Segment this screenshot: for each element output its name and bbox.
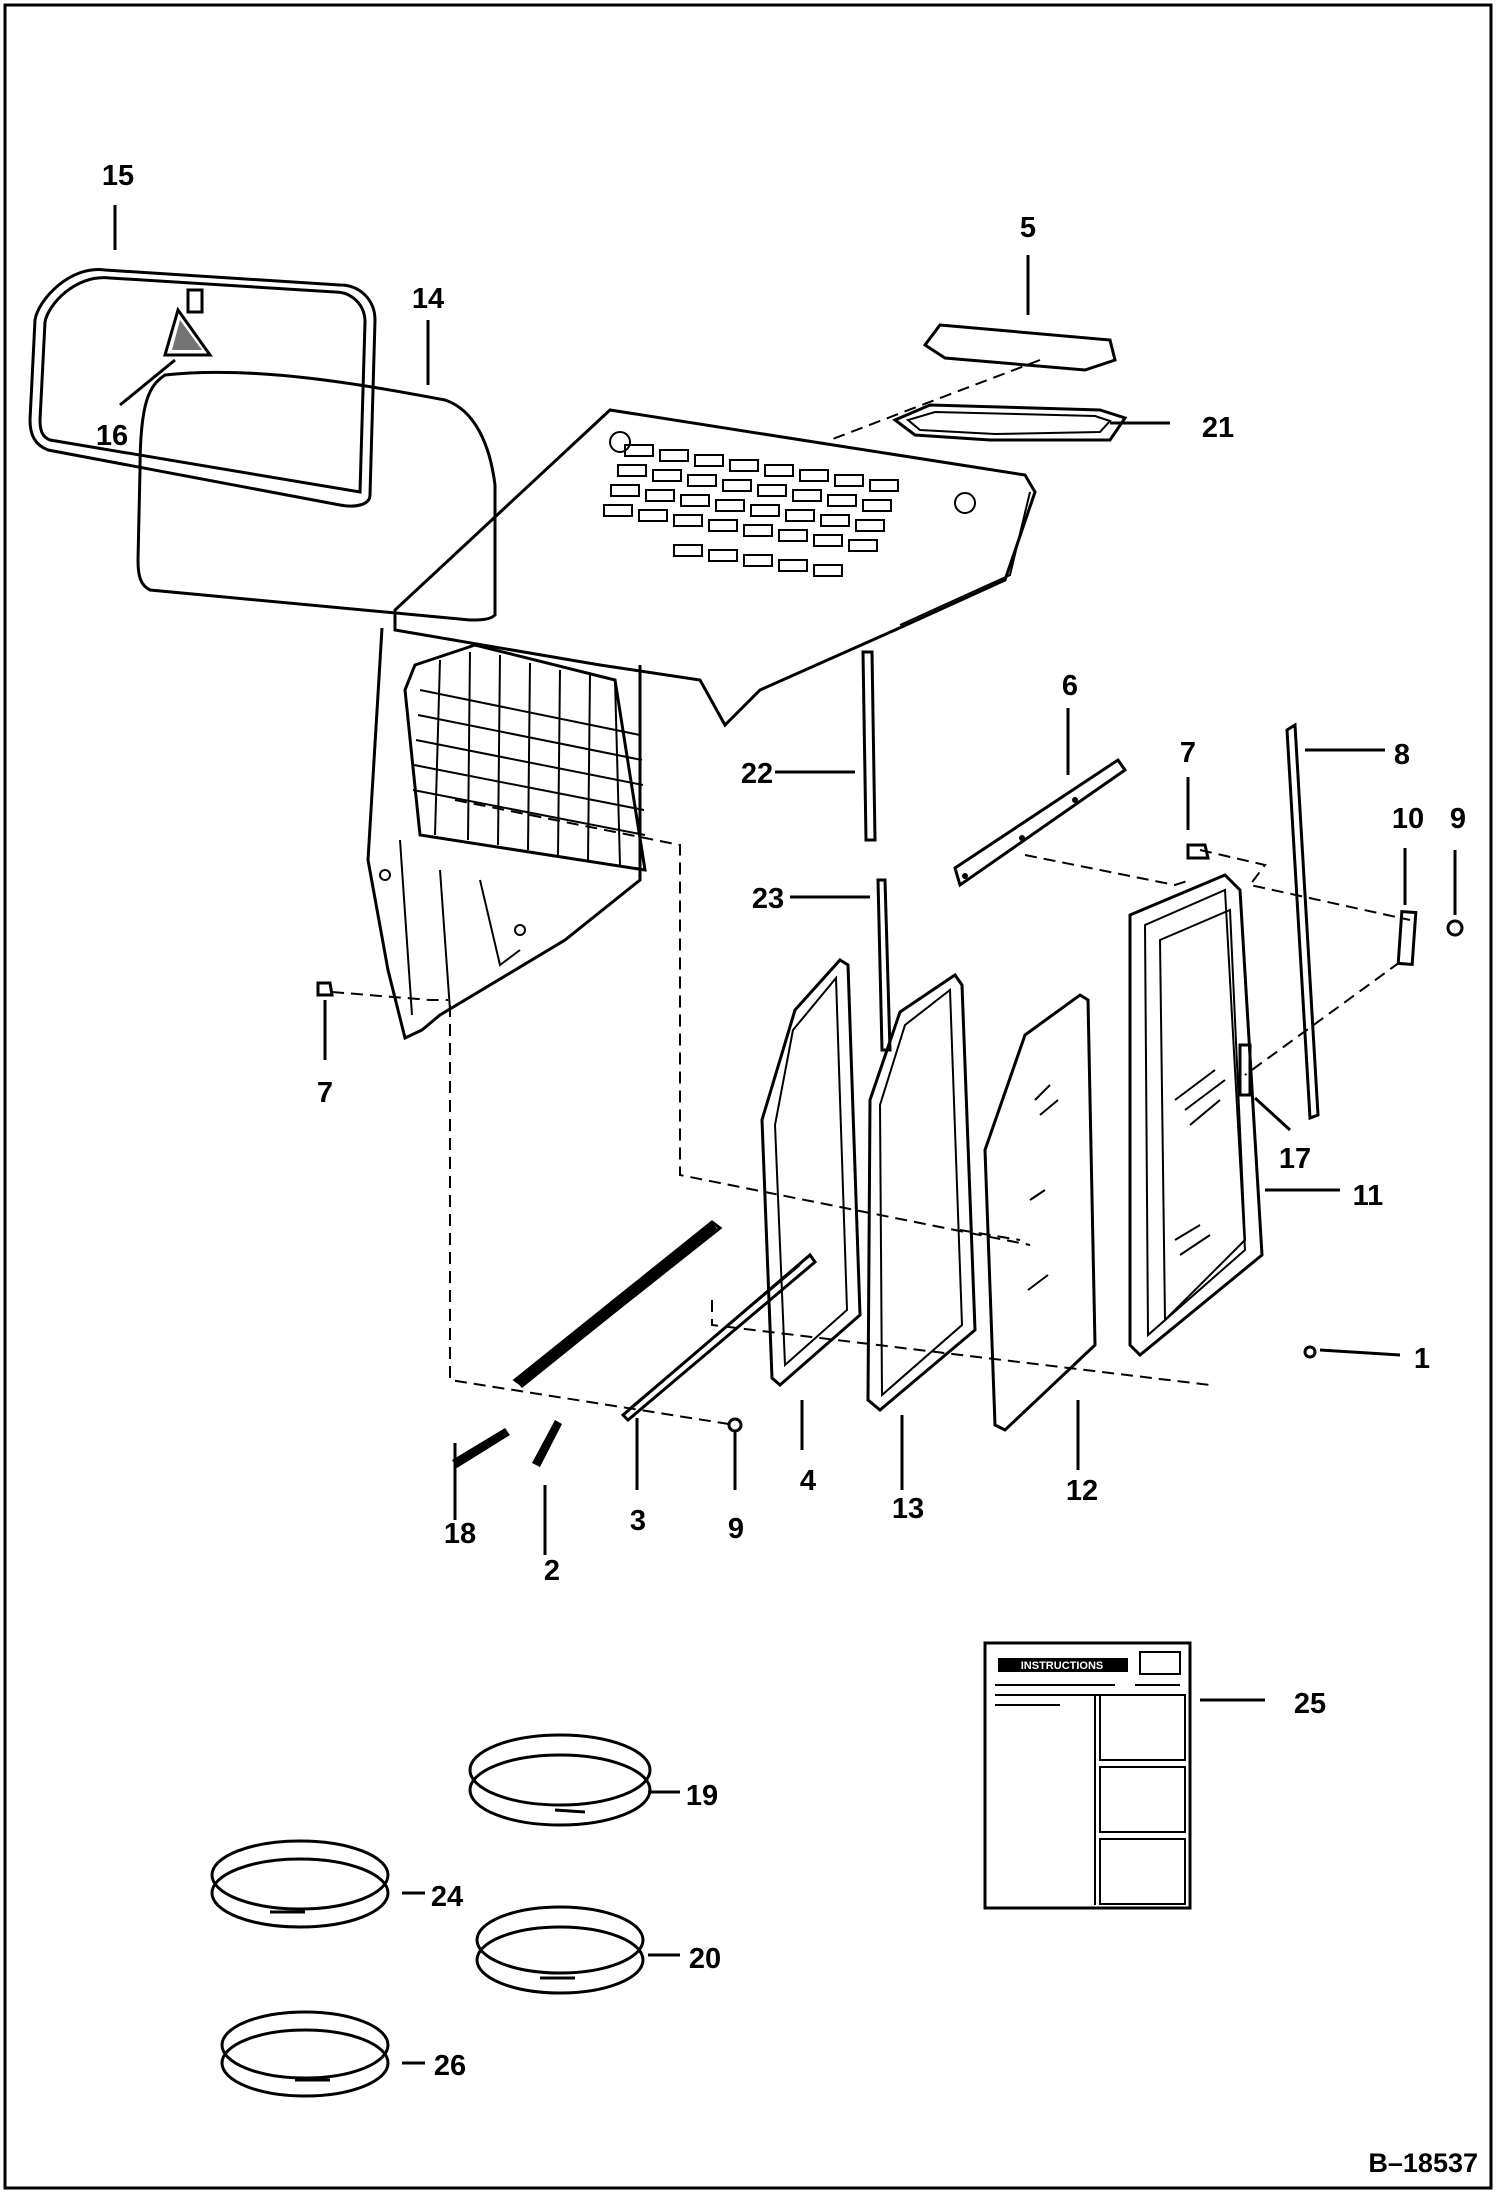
window-seal [866,972,977,1412]
roof-window-seal [892,403,1128,442]
seal-coil-19 [468,1733,652,1827]
callout-20: 20 [689,1943,721,1975]
trim-strip-long [512,1220,723,1388]
callout-5: 5 [1020,212,1036,244]
door-latch [1396,909,1418,967]
trim-strip-rail [620,1252,818,1423]
door-strut [1285,722,1320,1121]
callout-23: 23 [752,883,784,915]
callout-13: 13 [892,1493,924,1525]
roof-vents [603,444,899,577]
callout-1: 1 [1414,1343,1430,1375]
hinge-bar [953,757,1128,888]
callout-15: 15 [102,160,134,192]
figure-id: B–18537 [1368,2148,1478,2178]
callout-4: 4 [800,1465,816,1497]
assembly-lines [331,799,1411,1426]
window-gasket [760,958,862,1387]
page-border [3,3,1493,2190]
callout-7: 7 [317,1077,333,1109]
callout-9: 9 [728,1513,744,1545]
callout-24: 24 [431,1881,463,1913]
callout-14: 14 [412,283,444,315]
trim-piece-short-a [452,1428,510,1468]
callout-3: 3 [630,1505,646,1537]
callout-8: 8 [1394,739,1410,771]
roof-window [922,323,1117,372]
callout-7: 7 [1180,737,1196,769]
callout-9: 9 [1450,803,1466,835]
callout-21: 21 [1202,412,1234,444]
weather-strip-upper [861,650,877,842]
callout-10: 10 [1392,803,1424,835]
callout-22: 22 [741,758,773,790]
callout-6: 6 [1062,670,1078,702]
window-glass [983,993,1097,1432]
warning-decal [163,288,213,357]
seal-coil-24 [210,1839,390,1929]
callout-18: 18 [444,1518,476,1550]
cab-body [366,408,1037,1041]
rear-window-glass [136,370,497,622]
rear-screen-mesh [412,651,646,866]
callout-labels: 15 14 16 5 21 6 7 8 10 9 22 23 7 17 11 1… [96,160,1466,2082]
trim-piece-short-b [532,1420,562,1467]
callout-11: 11 [1353,1180,1384,1212]
callout-12: 12 [1066,1475,1098,1507]
callout-19: 19 [686,1780,718,1812]
seal-coil-20 [475,1905,645,1995]
callout-26: 26 [434,2050,466,2082]
callout-16: 16 [96,420,128,452]
instruction-decal: INSTRUCTIONS [983,1641,1192,1910]
seal-coil-26 [220,2010,390,2098]
leader-lines [113,205,1457,2065]
decal-heading: INSTRUCTIONS [1021,1660,1104,1672]
callout-17: 17 [1279,1143,1311,1175]
callout-2: 2 [544,1555,560,1587]
door-frame [1128,873,1264,1358]
callout-25: 25 [1294,1688,1326,1720]
weather-strip-lower [876,878,892,1052]
rear-window-frame [28,268,377,508]
